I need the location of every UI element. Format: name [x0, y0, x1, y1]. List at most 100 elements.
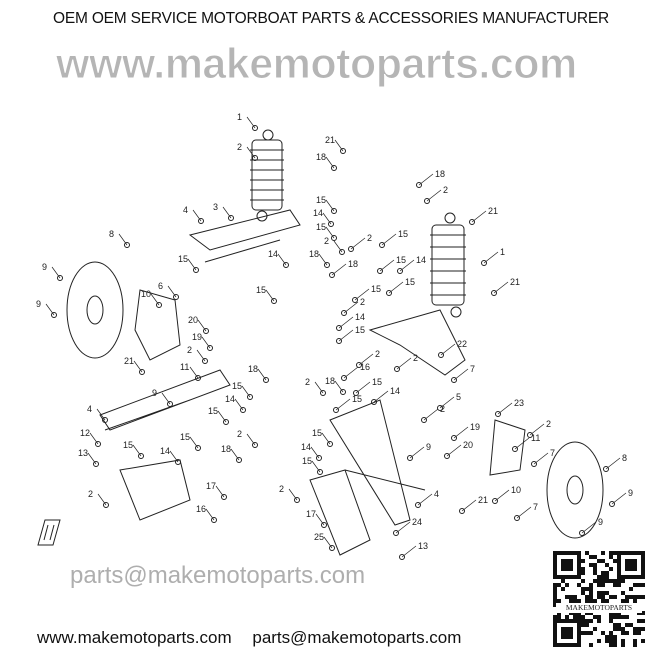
leader-line: [355, 381, 371, 394]
qr-module: [569, 619, 573, 623]
qr-module: [609, 551, 613, 555]
qr-module: [633, 583, 637, 587]
qr-module: [573, 643, 577, 647]
part-fastener: [124, 242, 130, 248]
qr-module: [601, 575, 605, 579]
qr-module: [613, 595, 617, 599]
callout-24: 24: [412, 517, 422, 527]
qr-module: [597, 591, 601, 595]
right-steering-knuckle: [489, 419, 526, 476]
qr-module: [589, 599, 593, 603]
part-fastener: [156, 302, 162, 308]
qr-module: [625, 599, 629, 603]
qr-module: [633, 575, 637, 579]
qr-module: [617, 611, 621, 615]
callout-21: 21: [124, 356, 134, 366]
callout-9: 9: [598, 517, 603, 527]
qr-module: [553, 567, 557, 571]
leader-line: [167, 285, 177, 298]
qr-module: [581, 559, 585, 563]
leader-line: [187, 258, 197, 271]
part-fastener: [283, 262, 289, 268]
qr-module: [557, 583, 561, 587]
qr-label: MAKEMOTOPARTS: [556, 603, 642, 613]
leader-line: [373, 390, 389, 403]
qr-module: [577, 635, 581, 639]
callout-9: 9: [152, 388, 157, 398]
qr-module: [637, 611, 641, 615]
qr-module: [629, 551, 633, 555]
part-fastener: [324, 262, 330, 268]
leader-line: [461, 499, 477, 512]
qr-module: [569, 599, 573, 603]
part-fastener: [336, 325, 342, 331]
qr-module: [609, 567, 613, 571]
leader-line: [333, 240, 343, 253]
qr-module: [613, 635, 617, 639]
callout-2: 2: [375, 349, 380, 359]
qr-module: [565, 627, 569, 631]
part-fastener: [451, 377, 457, 383]
callout-5: 5: [456, 392, 461, 402]
qr-module: [593, 555, 597, 559]
qr-module: [577, 567, 581, 571]
qr-module: [641, 627, 645, 631]
leader-line: [395, 521, 411, 534]
part-fastener: [328, 221, 334, 227]
part-fastener: [421, 417, 427, 423]
qr-module: [601, 591, 605, 595]
qr-module: [585, 611, 589, 615]
qr-module: [569, 631, 573, 635]
callout-18: 18: [435, 169, 445, 179]
leader-line: [315, 513, 325, 526]
callout-2: 2: [443, 185, 448, 195]
qr-module: [609, 643, 613, 647]
leader-line: [133, 360, 143, 373]
leader-line: [453, 426, 469, 439]
part-fastener: [399, 554, 405, 560]
qr-module: [601, 631, 605, 635]
qr-module: [637, 583, 641, 587]
qr-module: [597, 579, 601, 583]
footer-contact: www.makemotoparts.com parts@makemotopart…: [37, 628, 477, 648]
leader-line: [234, 398, 244, 411]
qr-module: [609, 639, 613, 643]
leader-line: [322, 212, 332, 225]
qr-module: [601, 551, 605, 555]
callout-15: 15: [352, 394, 362, 404]
leader-line: [321, 432, 331, 445]
part-fastener: [316, 455, 322, 461]
part-fastener: [469, 219, 475, 225]
part-fastener: [247, 394, 253, 400]
qr-module: [561, 575, 565, 579]
footer-email-link[interactable]: parts@makemotoparts.com: [252, 628, 462, 647]
qr-module: [637, 631, 641, 635]
qr-module: [621, 631, 625, 635]
part-fastener: [579, 530, 585, 536]
leader-line: [611, 492, 627, 505]
qr-module: [621, 591, 625, 595]
qr-module: [621, 643, 625, 647]
qr-module: [557, 643, 561, 647]
callout-19: 19: [470, 422, 480, 432]
qr-module: [621, 627, 625, 631]
qr-module: [565, 559, 569, 563]
footer-site-link[interactable]: www.makemotoparts.com: [37, 628, 232, 647]
qr-code[interactable]: [553, 551, 645, 647]
callout-21: 21: [488, 206, 498, 216]
leader-line: [277, 253, 287, 266]
qr-module: [641, 619, 645, 623]
qr-module: [573, 611, 577, 615]
part-fastener: [339, 249, 345, 255]
leader-line: [446, 444, 462, 457]
callout-2: 2: [305, 377, 310, 387]
callout-15: 15: [316, 195, 326, 205]
leader-line: [439, 396, 455, 409]
qr-module: [601, 595, 605, 599]
part-fastener: [393, 530, 399, 536]
qr-module: [569, 595, 573, 599]
callout-1: 1: [500, 247, 505, 257]
leader-line: [401, 545, 417, 558]
qr-module: [633, 639, 637, 643]
